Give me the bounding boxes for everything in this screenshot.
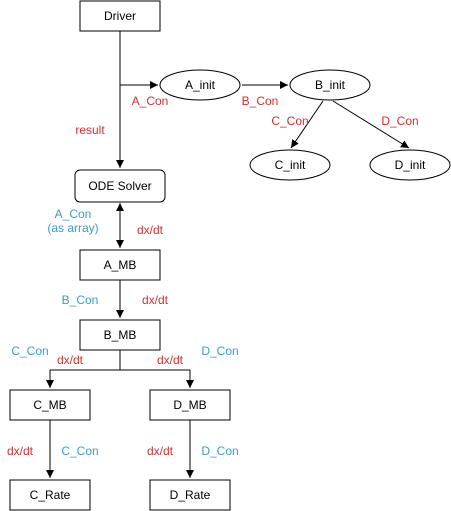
- node-c-init-label: C_init: [275, 158, 306, 172]
- node-d-rate: D_Rate: [149, 479, 231, 511]
- node-c-mb-label: C_MB: [33, 398, 66, 412]
- node-a-init: A_init: [159, 69, 241, 101]
- node-d-rate-label: D_Rate: [170, 488, 211, 502]
- label-cmb-c-con: C_Con: [61, 444, 98, 458]
- node-ode-solver: ODE Solver: [74, 169, 166, 203]
- node-c-init: C_init: [249, 149, 331, 181]
- label-bmb-c-con: C_Con: [11, 344, 48, 358]
- node-b-mb-label: B_MB: [104, 328, 137, 342]
- label-ode-dxdt: dx/dt: [137, 223, 164, 237]
- edge-b-init-c-init: [290, 100, 324, 149]
- node-d-init-label: D_init: [395, 158, 426, 172]
- node-b-init-label: B_init: [315, 78, 346, 92]
- label-ode-a-con: A_Con: [55, 207, 92, 221]
- node-ode-solver-label: ODE Solver: [88, 179, 151, 193]
- node-b-init: B_init: [289, 69, 371, 101]
- node-c-rate-label: C_Rate: [30, 488, 71, 502]
- label-bmb-d-con: D_Con: [201, 344, 238, 358]
- label-amb-dxdt: dx/dt: [142, 293, 169, 307]
- label-bmb-c-dxdt: dx/dt: [57, 353, 84, 367]
- label-cmb-dxdt: dx/dt: [7, 444, 34, 458]
- node-b-mb: B_MB: [79, 319, 161, 351]
- label-dmb-d-con: D_Con: [201, 444, 238, 458]
- edge-labels: A_Con result B_Con C_Con D_Con A_Con (as…: [7, 94, 419, 458]
- label-amb-b-con: B_Con: [62, 293, 99, 307]
- label-bmb-d-dxdt: dx/dt: [157, 353, 184, 367]
- node-d-mb-label: D_MB: [173, 398, 206, 412]
- label-ode-as-array: (as array): [47, 221, 98, 235]
- node-a-init-label: A_init: [185, 78, 216, 92]
- edges: [46, 31, 410, 478]
- node-driver-label: Driver: [104, 9, 136, 23]
- label-b-c-con: C_Con: [271, 114, 308, 128]
- node-c-rate: C_Rate: [9, 479, 91, 511]
- node-d-mb: D_MB: [149, 389, 231, 421]
- node-driver: Driver: [79, 0, 161, 32]
- label-b-d-con: D_Con: [381, 114, 418, 128]
- node-d-init: D_init: [369, 149, 451, 181]
- edge-b-init-d-init: [332, 100, 410, 149]
- node-a-mb-label: A_MB: [104, 258, 137, 272]
- node-a-mb: A_MB: [79, 249, 161, 281]
- label-driver-a-con: A_Con: [132, 94, 169, 108]
- label-a-b-con: B_Con: [242, 94, 279, 108]
- label-dmb-dxdt: dx/dt: [147, 444, 174, 458]
- node-c-mb: C_MB: [9, 389, 91, 421]
- label-driver-result: result: [75, 123, 105, 137]
